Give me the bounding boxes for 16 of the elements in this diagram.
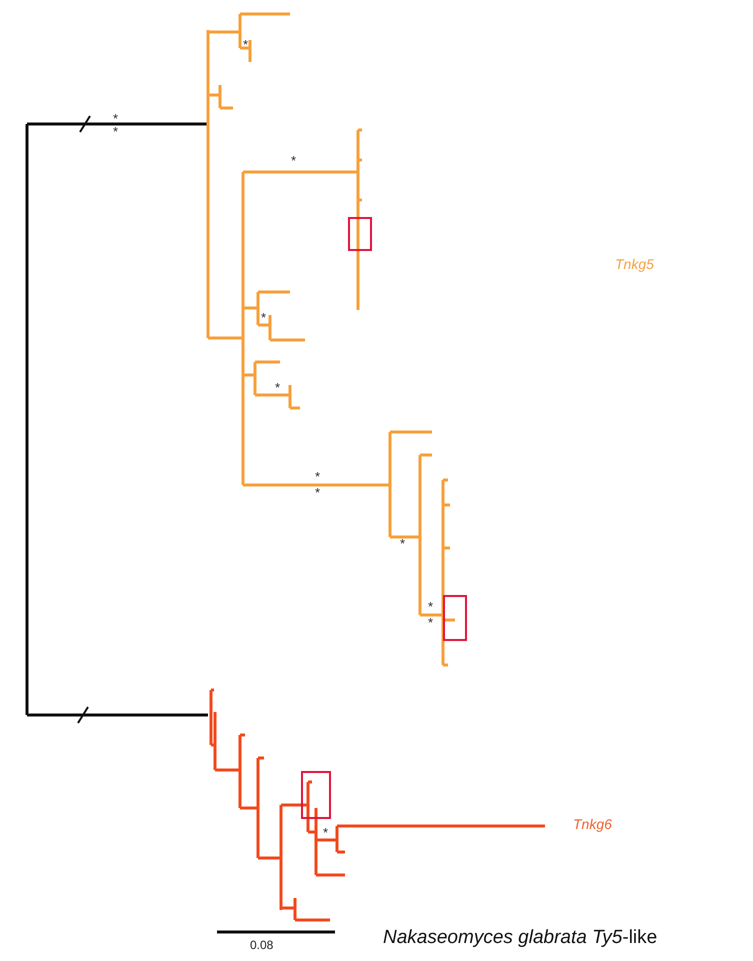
support-asterisk: * — [275, 381, 280, 394]
support-asterisk: * — [291, 154, 296, 167]
outgroup-label: Nakaseomyces glabrata Ty5-like — [383, 928, 658, 947]
support-asterisk: * — [113, 125, 118, 138]
support-asterisk: * — [428, 600, 434, 613]
scale-label: 0.08 — [250, 939, 274, 951]
support-asterisk: * — [428, 616, 434, 629]
support-asterisk: * — [400, 537, 406, 550]
support-asterisk: * — [323, 826, 328, 839]
support-asterisk: * — [315, 470, 320, 483]
support-asterisk: * — [315, 486, 320, 499]
support-asterisk: * — [243, 38, 248, 51]
support-asterisk: * — [261, 311, 266, 324]
clade-label: Tnkg5 — [615, 257, 654, 271]
support-asterisk: * — [113, 112, 118, 125]
clade-label: Tnkg6 — [573, 817, 612, 831]
